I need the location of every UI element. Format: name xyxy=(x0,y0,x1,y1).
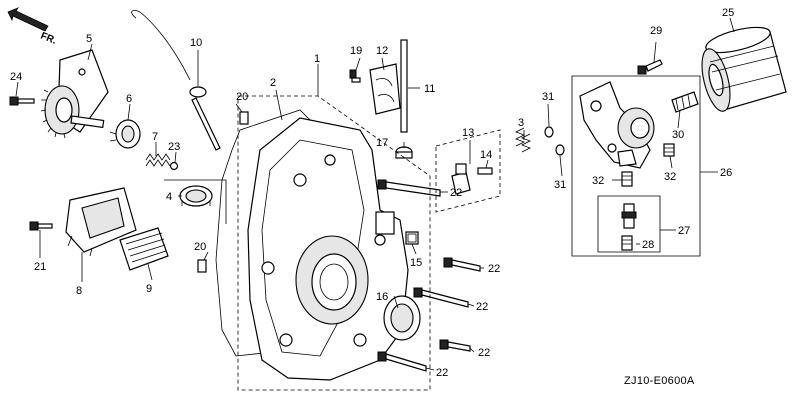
diagram-code: ZJ10-E0600A xyxy=(624,375,695,387)
callout-31a: 31 xyxy=(542,91,554,103)
part-breather-cover-8 xyxy=(65,187,137,257)
part-screw-21 xyxy=(29,221,53,231)
callout-14: 14 xyxy=(480,149,492,161)
part-bushing-4 xyxy=(179,185,213,207)
callout-3: 3 xyxy=(518,117,524,129)
callout-10: 10 xyxy=(190,37,202,49)
part-clip-12 xyxy=(369,63,401,115)
part-bearing-6 xyxy=(109,119,141,149)
callout-28: 28 xyxy=(642,239,654,251)
callout-27: 27 xyxy=(678,225,690,237)
part-spring-3 xyxy=(515,127,531,153)
callout-32a: 32 xyxy=(592,175,604,187)
part-filter-plate-9 xyxy=(119,227,169,271)
part-oil-seal-16 xyxy=(383,295,421,341)
callout-8: 8 xyxy=(76,285,82,297)
group-frame-governor xyxy=(164,179,227,224)
callout-16: 16 xyxy=(376,291,388,303)
group-frame-filter-base xyxy=(571,75,701,257)
part-bolt-24 xyxy=(9,96,35,106)
part-sensor-27 xyxy=(621,203,637,229)
callout-22b: 22 xyxy=(488,263,500,275)
part-bolt-29 xyxy=(637,59,663,75)
callout-6: 6 xyxy=(126,93,132,105)
callout-11: 11 xyxy=(424,83,435,95)
group-frame-valve xyxy=(435,129,501,213)
part-cap-17 xyxy=(395,146,413,159)
callout-4: 4 xyxy=(166,191,172,203)
callout-1: 1 xyxy=(314,53,320,65)
callout-17: 17 xyxy=(376,137,388,149)
callout-30: 30 xyxy=(672,129,684,141)
part-nipple-14 xyxy=(477,167,493,175)
part-bolt-22a xyxy=(377,179,441,197)
part-bolt-22c xyxy=(413,287,469,308)
part-oil-filter-25 xyxy=(701,26,787,112)
part-plug-15 xyxy=(405,231,419,245)
callout-20a: 20 xyxy=(236,91,248,103)
callout-21: 21 xyxy=(34,261,46,273)
part-bolt-22b xyxy=(443,257,481,272)
part-bolt-22e xyxy=(377,351,427,372)
callout-2: 2 xyxy=(270,77,276,89)
callout-7: 7 xyxy=(152,131,158,143)
callout-22d: 22 xyxy=(478,347,490,359)
callout-5: 5 xyxy=(86,33,92,45)
part-governor-gear xyxy=(40,49,109,139)
callout-12: 12 xyxy=(376,45,388,57)
part-fitting-30 xyxy=(671,91,699,113)
callout-25: 25 xyxy=(722,7,734,19)
callout-labels: 5 24 6 7 23 4 8 9 10 20 2 1 19 12 11 17 … xyxy=(10,7,734,379)
part-crankcase-cover-1 xyxy=(247,117,409,381)
callout-31b: 31 xyxy=(554,179,566,191)
part-dipstick-10 xyxy=(131,10,221,151)
callout-20b: 20 xyxy=(194,241,206,253)
part-bolt-19 xyxy=(349,69,361,83)
part-pushrod-11 xyxy=(400,39,408,133)
callout-29: 29 xyxy=(650,25,662,37)
front-direction-label: FR. xyxy=(39,31,58,47)
leader-lines xyxy=(15,17,735,371)
callout-26: 26 xyxy=(720,167,732,179)
callout-22c: 22 xyxy=(476,301,488,313)
group-frame-crankcase xyxy=(237,95,431,391)
callout-22e: 22 xyxy=(436,367,448,379)
part-ball-23 xyxy=(169,161,179,171)
callout-23: 23 xyxy=(168,141,180,153)
part-sensor-28 xyxy=(621,235,633,251)
part-dowel-20b xyxy=(197,259,207,273)
callout-19: 19 xyxy=(350,45,362,57)
callout-15: 15 xyxy=(410,257,422,269)
part-washer-31b xyxy=(555,144,565,156)
part-bolt-22d xyxy=(439,339,471,352)
front-direction-arrow: FR. xyxy=(7,7,58,47)
part-fitting-32b xyxy=(663,143,675,157)
callout-24: 24 xyxy=(10,71,22,83)
part-dowel-20a xyxy=(239,111,249,125)
part-filter-base-26 xyxy=(579,81,655,169)
part-valve-13 xyxy=(451,163,471,195)
callout-32b: 32 xyxy=(664,171,676,183)
group-frame-sensor xyxy=(597,195,661,253)
part-spring-7 xyxy=(145,153,171,167)
part-fitting-32a xyxy=(621,171,633,187)
callout-9: 9 xyxy=(146,283,152,295)
callout-13: 13 xyxy=(462,127,474,139)
part-washer-31a xyxy=(544,126,554,138)
callout-22a: 22 xyxy=(450,187,462,199)
